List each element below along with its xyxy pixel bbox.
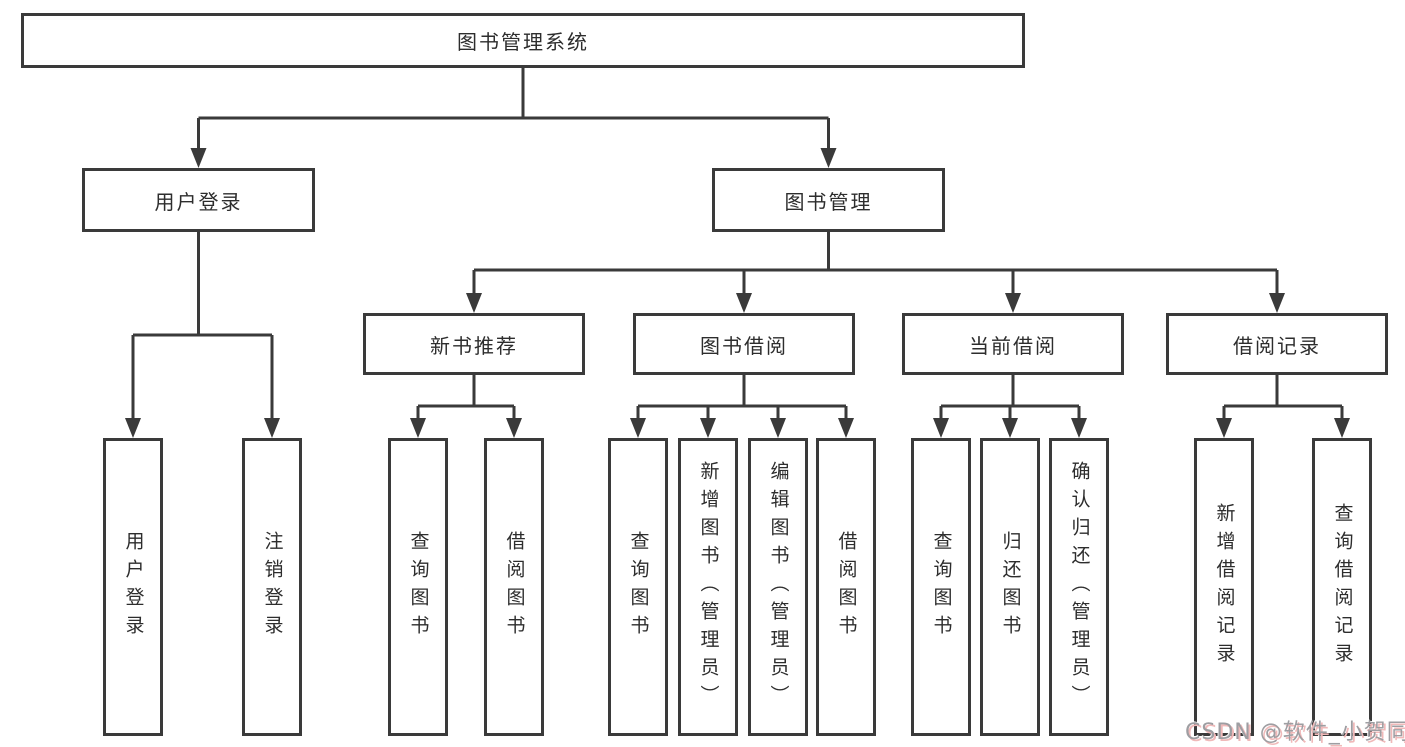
arrowhead-icon [1005,293,1021,313]
leaf-borrowing-edit-books-admin: 编辑图书（管理员） [748,438,808,736]
leaf-borrowing-query-books: 查询图书 [608,438,668,736]
arrowhead-icon [820,148,837,168]
node-book-borrowing: 图书借阅 [633,313,855,375]
connector-user-login-to-leaves [125,232,280,438]
leaf-borrowing-borrow-books: 借阅图书 [816,438,876,736]
node-book-management: 图书管理 [712,168,945,232]
arrowhead-icon [1071,418,1087,438]
arrowhead-icon [190,148,207,168]
connector-records-to-leaves [1216,375,1350,438]
leaf-logout-login: 注销登录 [242,438,302,736]
connector-root-to-level2 [190,68,837,168]
arrowhead-icon [1216,418,1232,438]
connector-new-books-to-leaves [410,375,522,438]
arrowhead-icon [125,418,141,438]
arrowhead-icon [838,418,854,438]
connector-borrowing-to-leaves [630,375,854,438]
leaf-current-confirm-return-admin: 确认归还（管理员） [1049,438,1109,736]
leaf-borrowing-add-books-admin: 新增图书（管理员） [678,438,738,736]
arrowhead-icon [264,418,280,438]
node-user-login: 用户登录 [82,168,315,232]
node-new-book-recommend: 新书推荐 [363,313,585,375]
arrowhead-icon [630,418,646,438]
arrowhead-icon [1269,293,1285,313]
csdn-watermark: CSDN @软件_小贺同学 [1185,720,1405,745]
leaf-newbooks-query-books: 查询图书 [388,438,448,736]
arrowhead-icon [506,418,522,438]
arrowhead-icon [410,418,426,438]
leaf-records-query-record: 查询借阅记录 [1312,438,1372,736]
leaf-current-return-books: 归还图书 [980,438,1040,736]
arrowhead-icon [1334,418,1350,438]
connector-book-mgmt-to-level3 [466,232,1285,313]
leaf-user-login: 用户登录 [103,438,163,736]
arrowhead-icon [700,418,716,438]
connector-current-to-leaves [933,375,1087,438]
node-borrowing-records: 借阅记录 [1166,313,1388,375]
leaf-records-add-record: 新增借阅记录 [1194,438,1254,736]
arrowhead-icon [466,293,482,313]
leaf-current-query-books: 查询图书 [911,438,971,736]
node-system-root: 图书管理系统 [21,13,1025,68]
leaf-newbooks-borrow-books: 借阅图书 [484,438,544,736]
node-current-borrowing: 当前借阅 [902,313,1124,375]
arrowhead-icon [1002,418,1018,438]
arrowhead-icon [933,418,949,438]
arrowhead-icon [770,418,786,438]
arrowhead-icon [736,293,752,313]
